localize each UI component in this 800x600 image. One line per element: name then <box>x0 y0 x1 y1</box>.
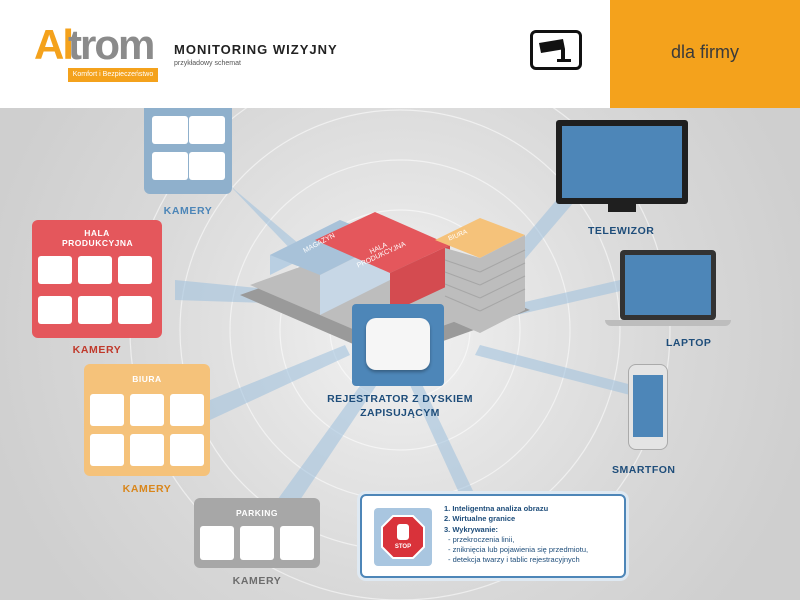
dome-camera-icon <box>90 394 124 426</box>
feature-3b: - zniknięcia lub pojawienia się przedmio… <box>448 545 589 555</box>
device-label-phone: SMARTFON <box>612 464 676 476</box>
nvr-device-icon <box>366 318 430 370</box>
device-label-laptop: LAPTOP <box>666 337 712 349</box>
group-title-hala: HALA PRODUKCYJNA <box>62 228 134 248</box>
caption-magazyn: KAMERY <box>163 205 213 217</box>
page-title: MONITORING WIZYJNY <box>174 42 338 57</box>
recorder-box <box>352 304 444 386</box>
bullet-camera-icon <box>78 256 112 284</box>
badge-text: dla firmy <box>670 42 739 62</box>
stop-hand-icon: STOP <box>374 508 432 566</box>
caption-biura: KAMERY <box>122 483 172 495</box>
smartphone-icon <box>628 364 668 450</box>
caption-parking: KAMERY <box>232 575 282 587</box>
group-parking: PARKING <box>194 498 320 568</box>
cctv-camera-icon <box>530 30 582 70</box>
recorder-label: REJESTRATOR Z DYSKIEM ZAPISUJĄCYM <box>310 392 490 420</box>
group-hala: HALA PRODUKCYJNA <box>32 220 162 338</box>
group-title-parking: PARKING <box>235 508 279 518</box>
logo-accent: Al <box>34 21 74 68</box>
features-list: 1. Inteligentna analiza obrazu 2. Wirtua… <box>444 504 588 566</box>
dome-camera-icon <box>170 394 204 426</box>
feature-2: 2. Wirtualne granice <box>444 514 516 524</box>
bullet-camera-icon <box>38 296 72 324</box>
caption-hala: KAMERY <box>72 344 122 356</box>
logo-tagline: Komfort i Bezpieczeństwo <box>68 68 158 82</box>
device-label-tv: TELEWIZOR <box>588 225 655 237</box>
bullet-camera-icon <box>200 526 234 560</box>
laptop-base <box>605 320 731 326</box>
dome-camera-icon <box>189 116 225 144</box>
feature-3: 3. Wykrywanie: <box>444 524 499 534</box>
dome-camera-icon <box>152 152 188 180</box>
bullet-camera-icon <box>240 526 274 560</box>
dome-camera-icon <box>130 394 164 426</box>
dome-camera-icon <box>152 116 188 144</box>
bullet-camera-icon <box>118 256 152 284</box>
stop-text: STOP <box>394 544 412 550</box>
bullet-camera-icon <box>280 526 314 560</box>
header-bar: Al trom Komfort i Bezpieczeństwo MONITOR… <box>0 0 800 108</box>
group-magazyn: MAGAZYN <box>144 94 232 194</box>
page-subtitle: przykładowy schemat <box>174 60 241 67</box>
bullet-camera-icon <box>38 256 72 284</box>
logo-name: trom <box>68 21 155 68</box>
tv-icon <box>556 120 688 204</box>
tv-stand <box>608 204 636 212</box>
group-title-biura: BIURA <box>132 374 162 384</box>
bullet-camera-icon <box>78 296 112 324</box>
dome-camera-icon <box>130 434 164 466</box>
feature-3a: - przekroczenia linii, <box>448 534 515 544</box>
brand-logo: Al trom Komfort i Bezpieczeństwo <box>34 22 160 84</box>
feature-3c: - detekcja twarzy i tablic rejestracyjny… <box>448 555 580 565</box>
bullet-camera-icon <box>118 296 152 324</box>
group-biura: BIURA <box>84 364 210 476</box>
features-box: STOP 1. Inteligentna analiza obrazu 2. W… <box>360 494 626 578</box>
dome-camera-icon <box>90 434 124 466</box>
recorder-label-line2: ZAPISUJĄCYM <box>360 407 440 419</box>
feature-1: 1. Inteligentna analiza obrazu <box>444 504 549 513</box>
recorder-label-line1: REJESTRATOR Z DYSKIEM <box>327 393 473 405</box>
badge-box <box>610 0 800 108</box>
building-block <box>240 212 530 360</box>
dome-camera-icon <box>170 434 204 466</box>
laptop-icon <box>620 250 716 320</box>
dome-camera-icon <box>189 152 225 180</box>
